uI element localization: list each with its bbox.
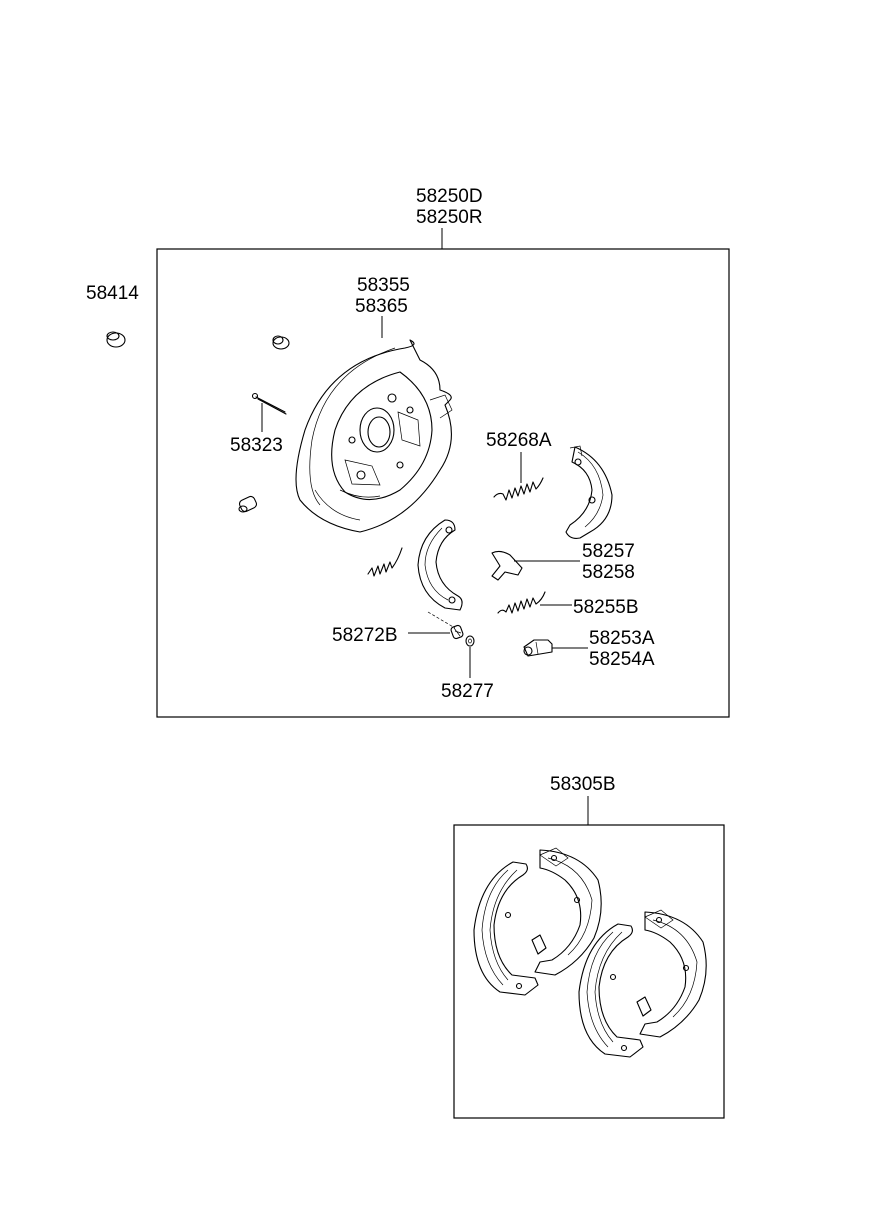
spring-58268A-icon: [493, 477, 544, 501]
washer-icon: [465, 635, 475, 647]
spring-left-icon: [367, 547, 403, 577]
label-58254A: 58254A: [589, 649, 655, 670]
adjuster-spring-icon: [450, 624, 464, 640]
label-58268A: 58268A: [486, 430, 552, 451]
shoe-kit-set1-icon: [473, 847, 602, 996]
spring-58255B-icon: [497, 591, 546, 614]
adjuster-icon: [523, 639, 553, 657]
label-58253A: 58253A: [589, 628, 655, 649]
shoe-kit-set2-icon: [578, 909, 707, 1058]
assembly-frame: [156, 248, 730, 718]
bushing-icon: [272, 335, 290, 350]
brake-shoe-right-icon: [565, 445, 613, 539]
label-58272B: 58272B: [332, 625, 398, 646]
pin-58323-icon: [251, 392, 287, 415]
lever-58257-icon: [491, 550, 523, 581]
label-58250R: 58250R: [416, 207, 483, 228]
label-58255B: 58255B: [573, 597, 639, 618]
label-58277: 58277: [441, 681, 494, 702]
dash-line: [427, 611, 456, 629]
brake-shoe-left-icon: [417, 519, 463, 611]
label-58414: 58414: [86, 283, 139, 304]
label-58365: 58365: [355, 296, 408, 317]
label-58258: 58258: [582, 562, 635, 583]
label-58257: 58257: [582, 541, 635, 562]
label-58305B: 58305B: [550, 774, 616, 795]
label-58355: 58355: [357, 275, 410, 296]
label-58323: 58323: [230, 435, 283, 456]
label-58250D: 58250D: [416, 186, 483, 207]
backing-plate-icon: [295, 339, 453, 533]
cap-58414-icon: [106, 331, 126, 348]
shoe-kit-frame: [453, 824, 725, 1119]
grommet-icon: [238, 495, 258, 513]
